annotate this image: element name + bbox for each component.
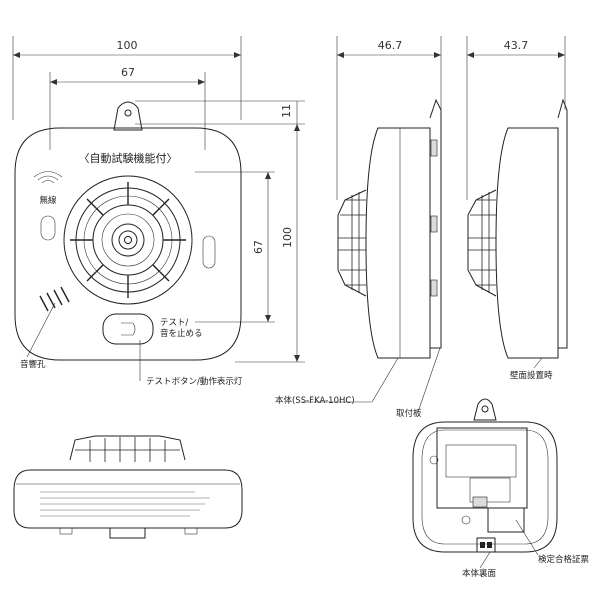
cert-label-area: [487, 507, 525, 533]
arrow: [198, 79, 205, 85]
connector: [472, 496, 488, 508]
front-body-outline: [14, 127, 242, 361]
connector-block: [469, 477, 511, 503]
wall-view: 43.7 壁面設置時: [466, 36, 568, 381]
side-marker: [202, 235, 216, 269]
sounder-holes: [39, 286, 70, 312]
arrow: [13, 52, 20, 58]
wall-detector-grill: [468, 192, 496, 293]
detector-core: [124, 236, 132, 244]
arrow: [265, 172, 271, 179]
test-stop-line1: テスト/: [160, 318, 189, 328]
wall-mounted-label: 壁面設置時: [510, 370, 553, 381]
wireless-wave: [37, 175, 59, 181]
hanger-tab: [113, 101, 143, 131]
leader-wall: [533, 357, 543, 369]
leader-back: [479, 551, 491, 569]
wall-body: [495, 127, 559, 359]
wall-detector: [467, 189, 497, 297]
body-back-label: 本体裏面: [462, 568, 497, 579]
dim-front-height: 100: [281, 227, 294, 248]
detector-sensor: [118, 230, 138, 250]
leader-mount: [417, 347, 441, 413]
back-tab-slot: [480, 542, 485, 548]
side-detector-grill: [338, 192, 366, 293]
detector-center: [111, 223, 145, 257]
battery: [445, 444, 517, 478]
arrow: [467, 52, 474, 58]
leader-sounder: [26, 302, 56, 358]
bottom-fine-print: [40, 491, 210, 517]
detector-spokes: [70, 182, 186, 298]
side-clip: [430, 215, 438, 233]
hanger-hole: [124, 109, 132, 117]
dim-side-depth: 46.7: [378, 39, 403, 52]
mount-plate-label: 取付板: [396, 408, 422, 419]
wall-mount-plate: [557, 98, 568, 349]
bottom-foot: [184, 527, 198, 535]
sounder-hole-label: 音響孔: [20, 359, 46, 370]
test-button[interactable]: [102, 313, 154, 345]
cert-label: 検定合格証票: [538, 554, 590, 565]
wireless-wave: [33, 171, 63, 178]
arrow: [294, 124, 300, 131]
side-mount-plate: [429, 98, 442, 349]
test-stop-line2: 音を止める: [160, 328, 203, 339]
arrow: [265, 315, 271, 322]
back-hanger: [473, 398, 497, 421]
self-test-label: 〈自動試験機能付〉: [79, 151, 178, 165]
dim-top-offset: 11: [280, 104, 293, 118]
screw-hole: [461, 515, 471, 525]
test-button-label: テストボタン/動作表示灯: [146, 376, 243, 387]
back-tab: [476, 537, 496, 553]
back-body: [412, 421, 558, 553]
back-tab-slot: [487, 542, 492, 548]
arrow: [294, 355, 300, 362]
detector-ring-2: [92, 204, 164, 276]
screw-hole: [429, 455, 439, 465]
body-model-label: 本体(SS-FKA-10HC): [275, 395, 355, 406]
wireless-label: 無線: [39, 195, 57, 206]
back-hanger-hole: [481, 405, 489, 413]
detector-outer-ring: [63, 175, 193, 305]
arrow: [50, 79, 57, 85]
dim-front-inner-width: 67: [121, 66, 135, 79]
leader-body: [371, 357, 399, 403]
side-clip: [430, 279, 438, 297]
side-detector: [337, 189, 367, 297]
back-inner-rim: [421, 429, 549, 545]
side-body: [365, 127, 431, 359]
battery-compartment: [436, 427, 528, 509]
dim-front-inner-height: 67: [252, 240, 265, 254]
detector-ring-3: [101, 213, 155, 267]
front-view: 100 67 11 100 67 〈自動試験機能付〉 無線: [12, 36, 305, 387]
back-view: 検定合格証票 本体裏面: [412, 398, 590, 579]
bottom-body: [13, 469, 243, 529]
dim-front-width: 100: [117, 39, 138, 52]
leader-cert: [515, 519, 539, 556]
arrow: [337, 52, 344, 58]
bottom-grill: [75, 437, 180, 462]
wireless-wave: [41, 180, 55, 184]
arrow: [558, 52, 565, 58]
side-clip: [430, 139, 438, 157]
arrow: [234, 52, 241, 58]
side-view: 46.7 本体(SS-FKA-10HC) 取付板: [275, 36, 442, 419]
bottom-foot: [59, 527, 73, 535]
dim-wall-depth: 43.7: [504, 39, 529, 52]
wireless-emitter: [40, 215, 56, 241]
bottom-tab: [109, 527, 146, 539]
bottom-detector-dome: [69, 435, 186, 461]
test-button-icon: [121, 322, 136, 336]
arrow: [434, 52, 441, 58]
bottom-side-view: [13, 435, 243, 539]
